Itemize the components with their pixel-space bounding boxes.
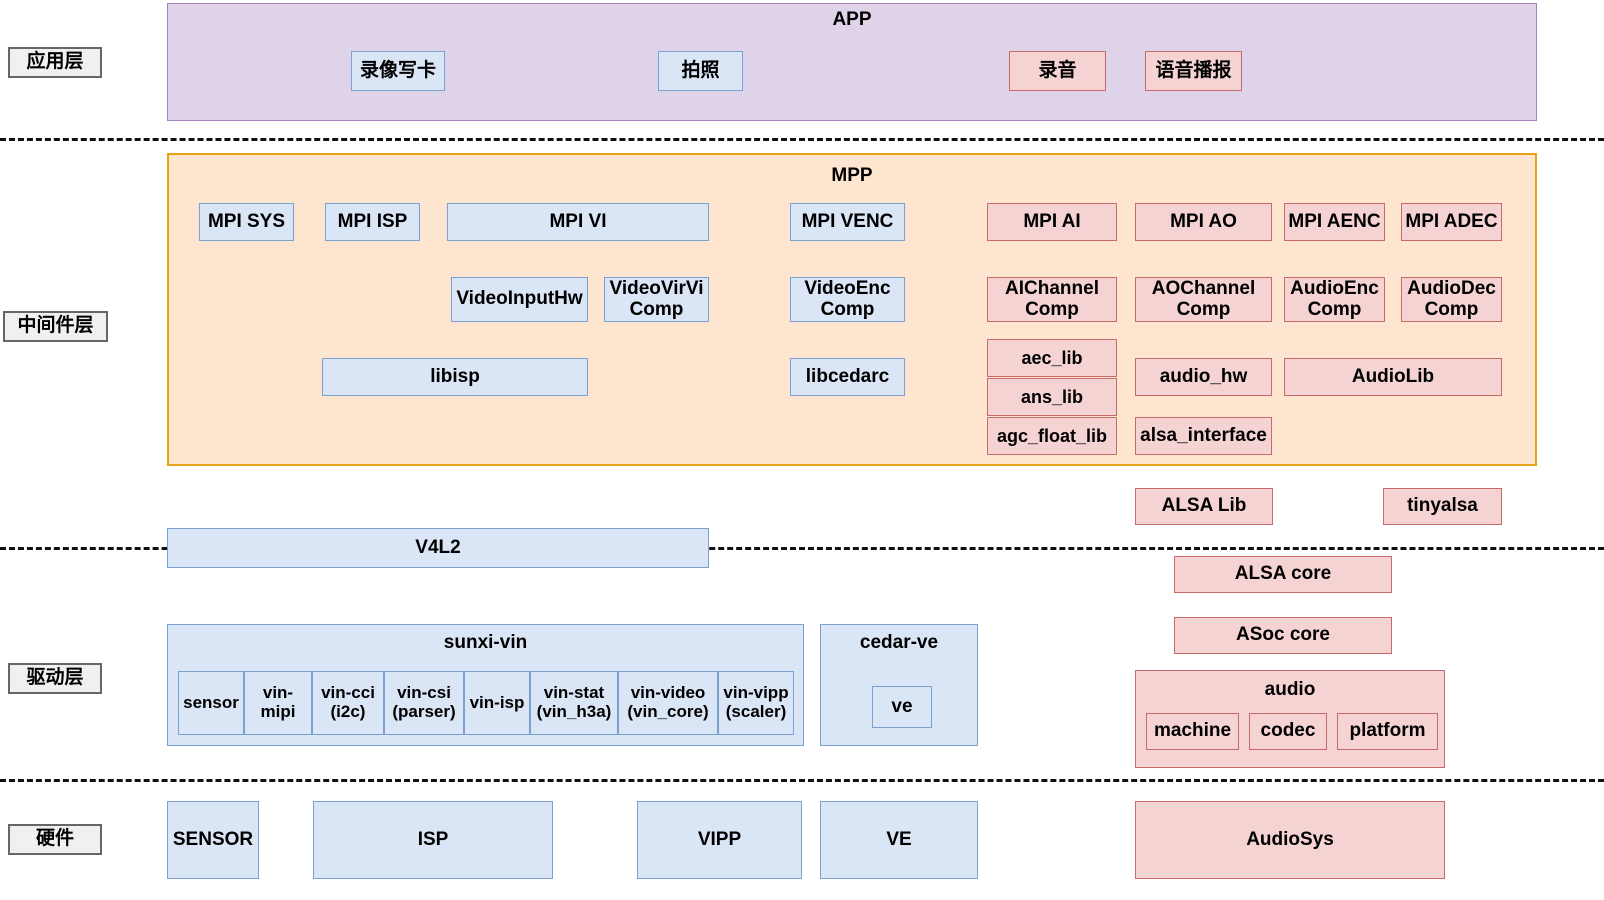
- vin-cell-vin-csi[interactable]: vin-csi (parser): [384, 671, 464, 735]
- mpp-alsa-interface[interactable]: alsa_interface: [1135, 417, 1272, 455]
- mpp-audiolib[interactable]: AudioLib: [1284, 358, 1502, 396]
- layer-tag-application: 应用层: [8, 47, 102, 78]
- driver-cedar-ve-label: cedar-ve: [859, 632, 939, 653]
- app-module-photo[interactable]: 拍照: [658, 51, 743, 91]
- driver-alsa-core[interactable]: ALSA core: [1174, 556, 1392, 593]
- mpp-mpi-vi[interactable]: MPI VI: [447, 203, 709, 241]
- driver-audio-label: audio: [1264, 679, 1316, 700]
- vin-cell-vin-isp[interactable]: vin-isp: [464, 671, 530, 735]
- vin-cell-vin-cci[interactable]: vin-cci (i2c): [312, 671, 384, 735]
- mpp-video-virvi-comp[interactable]: VideoVirVi Comp: [604, 277, 709, 322]
- mpp-ai-channel-comp[interactable]: AIChannel Comp: [987, 277, 1117, 322]
- app-module-video-record[interactable]: 录像写卡: [351, 51, 445, 91]
- mpp-audio-dec-comp[interactable]: AudioDec Comp: [1401, 277, 1502, 322]
- layer-tag-hardware: 硬件: [8, 824, 102, 855]
- vin-cell-vin-stat[interactable]: vin-stat (vin_h3a): [530, 671, 618, 735]
- vin-cell-vin-vipp[interactable]: vin-vipp (scaler): [718, 671, 794, 735]
- mpp-mpi-ai[interactable]: MPI AI: [987, 203, 1117, 241]
- driver-audio-platform[interactable]: platform: [1337, 713, 1438, 750]
- hardware-ve[interactable]: VE: [820, 801, 978, 879]
- mpp-aec-lib[interactable]: aec_lib: [987, 339, 1117, 377]
- hardware-isp[interactable]: ISP: [313, 801, 553, 879]
- vin-cell-vin-mipi[interactable]: vin- mipi: [244, 671, 312, 735]
- mpp-mpi-ao[interactable]: MPI AO: [1135, 203, 1272, 241]
- interface-v4l2[interactable]: V4L2: [167, 528, 709, 568]
- driver-asoc-core[interactable]: ASoc core: [1174, 617, 1392, 654]
- mpp-video-enc-comp[interactable]: VideoEnc Comp: [790, 277, 905, 322]
- divider-middleware-driver: [0, 547, 1604, 550]
- hardware-audiosys[interactable]: AudioSys: [1135, 801, 1445, 879]
- mpp-audio-enc-comp[interactable]: AudioEnc Comp: [1284, 277, 1385, 322]
- mpp-mpi-venc[interactable]: MPI VENC: [790, 203, 905, 241]
- app-band-title: APP: [832, 9, 872, 30]
- mpp-mpi-adec[interactable]: MPI ADEC: [1401, 203, 1502, 241]
- mpp-audio-hw[interactable]: audio_hw: [1135, 358, 1272, 396]
- mpp-video-input-hw[interactable]: VideoInputHw: [451, 277, 588, 322]
- app-module-voice-broadcast[interactable]: 语音播报: [1145, 51, 1242, 91]
- mpp-mpi-aenc[interactable]: MPI AENC: [1284, 203, 1385, 241]
- interface-alsa-lib[interactable]: ALSA Lib: [1135, 488, 1273, 525]
- vin-cell-vin-video[interactable]: vin-video (vin_core): [618, 671, 718, 735]
- layer-tag-middleware: 中间件层: [3, 311, 108, 342]
- driver-sunxi-vin-label: sunxi-vin: [443, 632, 528, 653]
- vin-cell-sensor[interactable]: sensor: [178, 671, 244, 735]
- layer-tag-driver: 驱动层: [8, 663, 102, 694]
- hardware-vipp[interactable]: VIPP: [637, 801, 802, 879]
- app-module-audio-record[interactable]: 录音: [1009, 51, 1106, 91]
- mpp-ao-channel-comp[interactable]: AOChannel Comp: [1135, 277, 1272, 322]
- divider-app-middleware: [0, 138, 1604, 141]
- mpp-mpi-isp[interactable]: MPI ISP: [325, 203, 420, 241]
- mpp-agc-float-lib[interactable]: agc_float_lib: [987, 417, 1117, 455]
- mpp-ans-lib[interactable]: ans_lib: [987, 378, 1117, 416]
- divider-driver-hardware: [0, 779, 1604, 782]
- driver-audio-machine[interactable]: machine: [1146, 713, 1239, 750]
- driver-cedar-ve-child-ve[interactable]: ve: [872, 686, 932, 728]
- hardware-sensor[interactable]: SENSOR: [167, 801, 259, 879]
- mpp-libcedarc[interactable]: libcedarc: [790, 358, 905, 396]
- interface-tinyalsa[interactable]: tinyalsa: [1383, 488, 1502, 525]
- driver-audio-codec[interactable]: codec: [1249, 713, 1327, 750]
- mpp-band-title: MPP: [831, 165, 873, 186]
- mpp-mpi-sys[interactable]: MPI SYS: [199, 203, 294, 241]
- mpp-libisp[interactable]: libisp: [322, 358, 588, 396]
